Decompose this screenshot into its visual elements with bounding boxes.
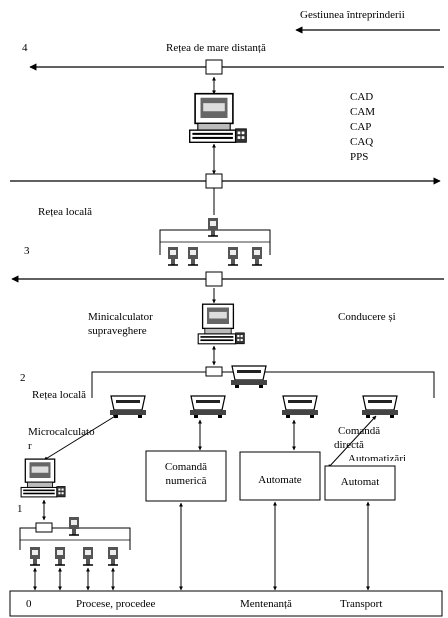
processes-label: Procese, procedee xyxy=(76,598,156,610)
micro-to-lan2-arrow xyxy=(43,414,118,461)
numeric-command-box xyxy=(145,450,227,502)
maintenance-label: Mentenanță xyxy=(240,598,292,610)
direct-command-label-line3: Automatizări xyxy=(348,453,407,461)
level-2-label: 2 xyxy=(20,372,26,384)
microcomputer-label-line1: Microcalculato xyxy=(28,426,95,438)
transport-label: Transport xyxy=(340,598,383,610)
automate-box xyxy=(239,451,321,501)
microcomputer xyxy=(20,458,66,498)
lan1-network xyxy=(19,516,131,566)
lan-label-lower: Rețea locală xyxy=(32,389,87,401)
process-bar xyxy=(9,590,443,617)
app-cad: CAD xyxy=(350,91,374,103)
numeric-command-line1: Comandă xyxy=(164,461,208,473)
enterprise-computer xyxy=(188,92,248,144)
direct-command-label-line2: directă xyxy=(334,439,364,451)
direct-command-arrow xyxy=(327,415,377,469)
management-title: Gestiunea întreprinderii xyxy=(300,9,405,21)
app-cap: CAP xyxy=(350,121,372,133)
app-cam: CAM xyxy=(350,106,376,118)
app-pps: PPS xyxy=(350,151,369,163)
level-4-label: 4 xyxy=(22,42,28,54)
minicomputer-label-line2: supraveghere xyxy=(88,325,147,337)
lan-label-upper: Rețea locală xyxy=(38,206,93,218)
wan-label: Rețea de mare distanță xyxy=(166,42,266,54)
level-3-label: 3 xyxy=(24,245,30,257)
level3-node xyxy=(205,271,223,287)
automate-label: Automate xyxy=(258,474,302,486)
numeric-command-line2: numerică xyxy=(165,475,207,487)
level-1-label: 1 xyxy=(17,503,23,515)
minicomputer xyxy=(197,303,246,345)
backbone-node xyxy=(205,173,223,189)
lan2-network xyxy=(91,365,435,419)
app-caq: CAQ xyxy=(350,136,374,148)
microcomputer-label-line2: r xyxy=(28,440,32,452)
wan-node xyxy=(205,59,223,75)
level-0-label: 0 xyxy=(26,598,32,610)
automat-label: Automat xyxy=(340,476,380,488)
direct-command-label-line1: Comandă xyxy=(338,425,381,437)
lan3-terminal-group xyxy=(159,217,271,266)
automat-box xyxy=(324,465,396,501)
conducere-label: Conducere și xyxy=(338,311,396,323)
minicomputer-label-line1: Minicalculator xyxy=(88,311,153,323)
